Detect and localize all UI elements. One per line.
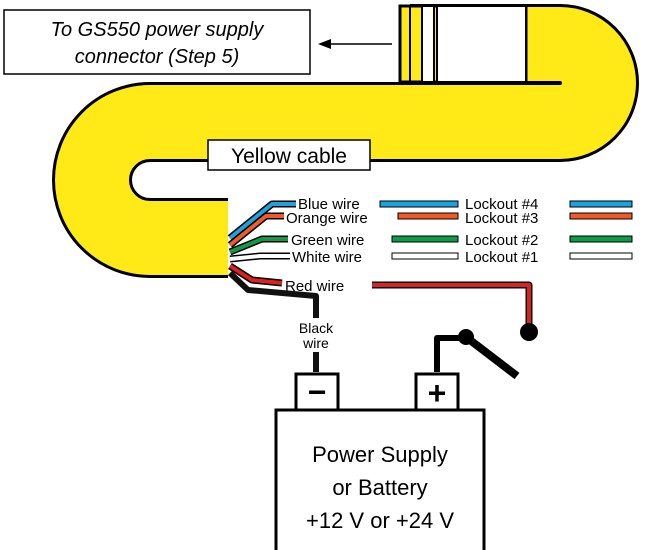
green-wire [228, 235, 633, 256]
cable-label: Yellow cable [231, 145, 347, 168]
orange-wire [227, 212, 633, 248]
connector-callout: To GS550 power supply connector (Step 5) [3, 9, 392, 75]
orange-wire-label: Orange wire [286, 210, 368, 227]
negative-terminal-symbol: − [308, 374, 327, 410]
power-supply-line3: +12 V or +24 V [306, 508, 454, 533]
green-wire-label: Green wire [291, 232, 364, 249]
switch-lever [463, 333, 520, 380]
negative-terminal: − [294, 372, 340, 412]
cable-body [55, 7, 636, 275]
green-lockout-label: Lockout #2 [465, 232, 538, 249]
positive-lead [434, 329, 520, 380]
orange-lockout-label: Lockout #3 [465, 210, 538, 227]
signal-wires: Blue wire Lockout #4 Orange wire Lockout… [227, 196, 633, 266]
white-wire [229, 252, 633, 263]
connector-label-line2: connector (Step 5) [75, 46, 240, 68]
white-wire-label: White wire [292, 249, 362, 266]
red-wire-terminal [520, 323, 538, 341]
positive-terminal: + [414, 372, 460, 412]
blue-lockout-label: Lockout #4 [465, 196, 538, 213]
yellow-cable [52, 4, 639, 278]
connector-arrow-head [318, 39, 331, 49]
connector-label-line1: To GS550 power supply [51, 19, 265, 41]
blue-wire-label: Blue wire [298, 196, 360, 213]
blue-wire [227, 200, 633, 241]
black-wire-label-line2: wire [302, 335, 329, 351]
power-supply-line1: Power Supply [312, 442, 448, 467]
black-wire-label-line1: Black [299, 320, 334, 336]
power-supply-box [274, 408, 486, 550]
connector-label-box [3, 9, 311, 75]
cable-label-box [207, 139, 371, 171]
red-wire-label: Red wire [285, 278, 344, 295]
white-lockout-label: Lockout #1 [465, 249, 538, 266]
power-supply: Power Supply or Battery +12 V or +24 V [274, 408, 486, 550]
red-wire: Red wire [228, 263, 538, 341]
positive-terminal-symbol: + [428, 375, 447, 411]
black-wire: Black wire [227, 270, 334, 372]
power-supply-line2: or Battery [332, 475, 427, 500]
